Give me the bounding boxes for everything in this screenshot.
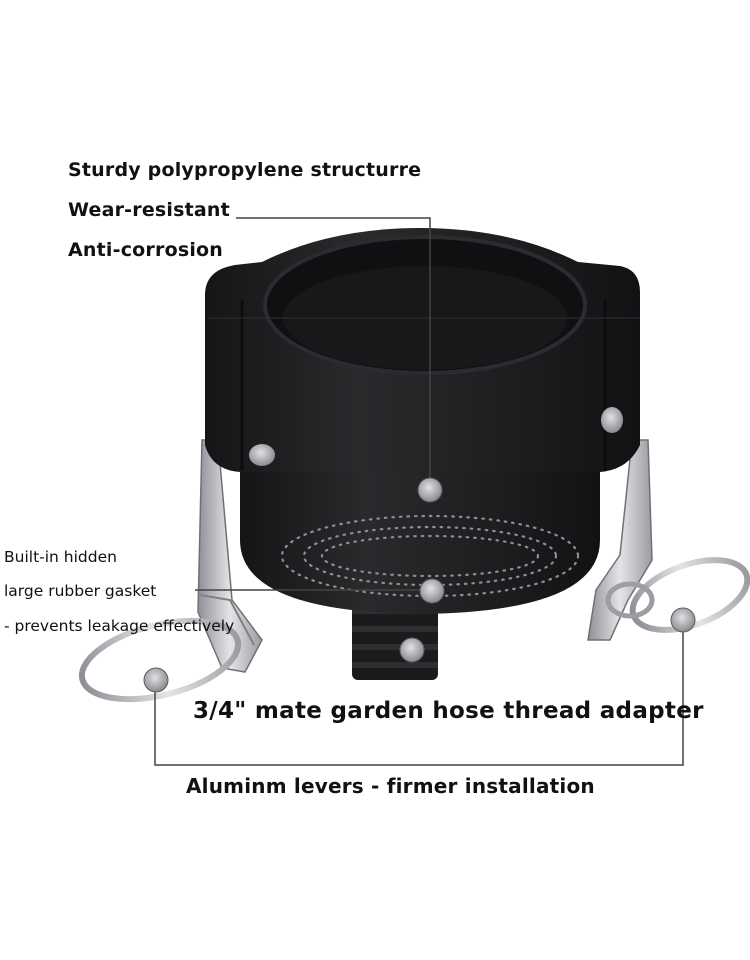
aluminum-levers-label: Aluminm levers - firmer installation (186, 774, 595, 798)
callout-lines (154, 217, 684, 766)
callout-dots (143, 477, 696, 693)
gasket-label-line-3: - prevents leakage effectively (4, 617, 235, 635)
right-lever (587, 439, 653, 641)
structure-label: Sturdy polypropylene structurre (68, 159, 422, 181)
wear-resistant-label: Wear-resistant (68, 199, 230, 221)
anti-corrosion-label: Anti-corrosion (68, 239, 224, 261)
gasket-label-line-2: large rubber gasket (4, 582, 157, 600)
gasket-label-line-1: Built-in hidden (4, 548, 117, 566)
left-ring (78, 617, 242, 703)
thread-adapter-label: 3/4" mate garden hose thread adapter (193, 698, 704, 724)
adapter-body (205, 228, 640, 614)
